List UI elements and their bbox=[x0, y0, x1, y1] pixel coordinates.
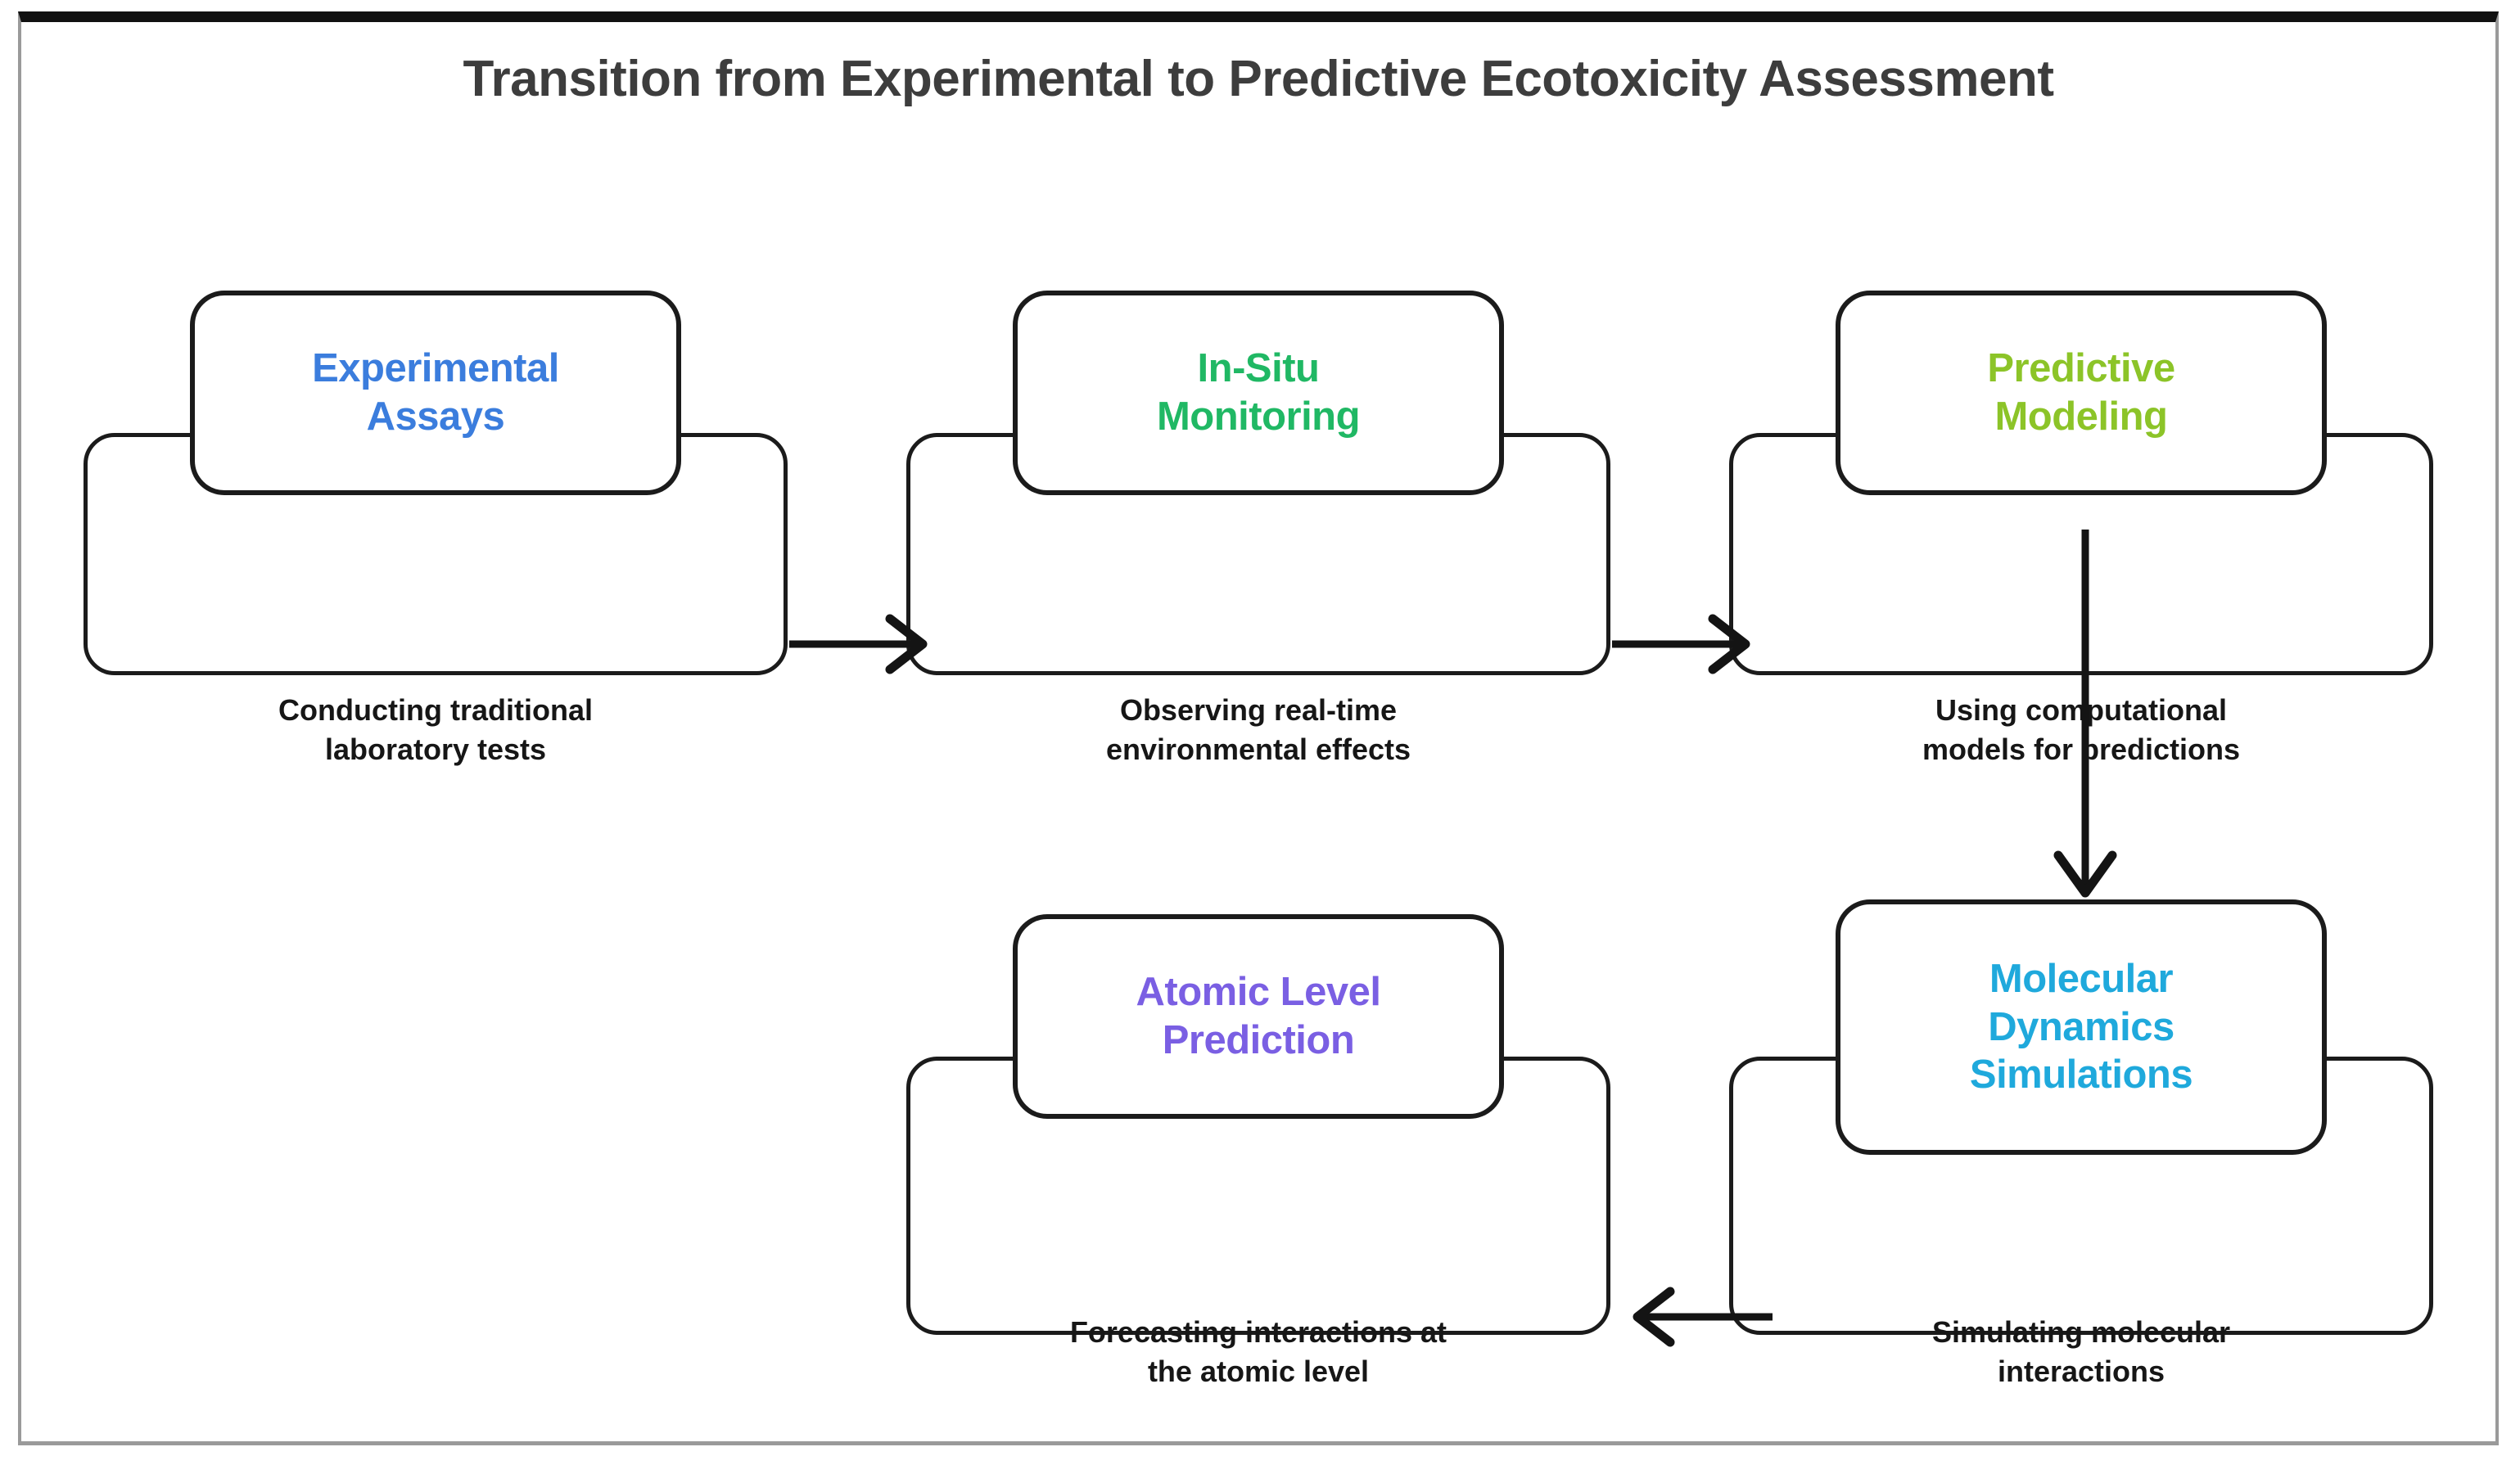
node-title-line-1: Atomic Level bbox=[1136, 970, 1381, 1015]
node-description-molecular-dynamics-simulations: Simulating molecular interactions bbox=[1761, 1313, 2401, 1391]
node-description-in-situ-monitoring: Observing real-time environmental effect… bbox=[938, 691, 1578, 769]
node-description-line-1: Forecasting interactions at bbox=[1069, 1315, 1447, 1349]
diagram-frame: Transition from Experimental to Predicti… bbox=[18, 11, 2499, 1445]
connector-arrow-left-1 bbox=[1633, 1287, 1773, 1347]
node-description-experimental-assays: Conducting traditional laboratory tests bbox=[115, 691, 756, 769]
connector-arrow-right-2 bbox=[1612, 614, 1750, 674]
node-description-line-2: interactions bbox=[1997, 1354, 2165, 1388]
node-title-predictive-modeling: Predictive Modeling bbox=[1987, 345, 2175, 441]
node-title-line-3: Simulations bbox=[1969, 1053, 2193, 1098]
node-header-in-situ-monitoring[interactable]: In-Situ Monitoring bbox=[1013, 291, 1504, 495]
node-description-atomic-level-prediction: Forecasting interactions at the atomic l… bbox=[924, 1313, 1592, 1391]
node-title-line-2: Assays bbox=[366, 394, 505, 439]
node-description-line-2: environmental effects bbox=[1105, 732, 1411, 766]
page-title: Transition from Experimental to Predicti… bbox=[463, 51, 2054, 107]
node-title-molecular-dynamics-simulations: Molecular Dynamics Simulations bbox=[1970, 955, 2193, 1099]
node-description-line-2: laboratory tests bbox=[324, 732, 547, 766]
node-title-line-1: Experimental bbox=[312, 346, 559, 391]
node-description-line-1: Using computational bbox=[1935, 693, 2227, 727]
node-description-line-1: Observing real-time bbox=[1119, 693, 1398, 727]
node-description-line-2: models for predictions bbox=[1922, 732, 2241, 766]
node-description-line-1: Simulating molecular bbox=[1931, 1315, 2231, 1349]
connector-arrow-right-1 bbox=[789, 614, 928, 674]
node-title-line-2: Modeling bbox=[1994, 394, 2168, 439]
node-header-experimental-assays[interactable]: Experimental Assays bbox=[190, 291, 681, 495]
node-title-atomic-level-prediction: Atomic Level Prediction bbox=[1136, 968, 1381, 1065]
node-title-line-2: Dynamics bbox=[1988, 1004, 2175, 1049]
node-title-experimental-assays: Experimental Assays bbox=[312, 345, 559, 441]
node-title-in-situ-monitoring: In-Situ Monitoring bbox=[1156, 345, 1361, 441]
node-title-line-1: Predictive bbox=[1987, 346, 2175, 391]
node-title-line-2: Prediction bbox=[1162, 1018, 1355, 1062]
node-description-line-2: the atomic level bbox=[1147, 1354, 1370, 1388]
connector-arrow-down-1 bbox=[2053, 530, 2117, 898]
node-description-line-1: Conducting traditional bbox=[278, 693, 593, 727]
node-header-molecular-dynamics-simulations[interactable]: Molecular Dynamics Simulations bbox=[1836, 899, 2327, 1155]
node-title-line-2: Monitoring bbox=[1156, 394, 1361, 439]
node-header-predictive-modeling[interactable]: Predictive Modeling bbox=[1836, 291, 2327, 495]
node-title-line-1: In-Situ bbox=[1197, 346, 1320, 391]
node-header-atomic-level-prediction[interactable]: Atomic Level Prediction bbox=[1013, 914, 1504, 1119]
node-description-predictive-modeling: Using computational models for predictio… bbox=[1747, 691, 2415, 769]
node-title-line-1: Molecular bbox=[1989, 956, 2174, 1001]
